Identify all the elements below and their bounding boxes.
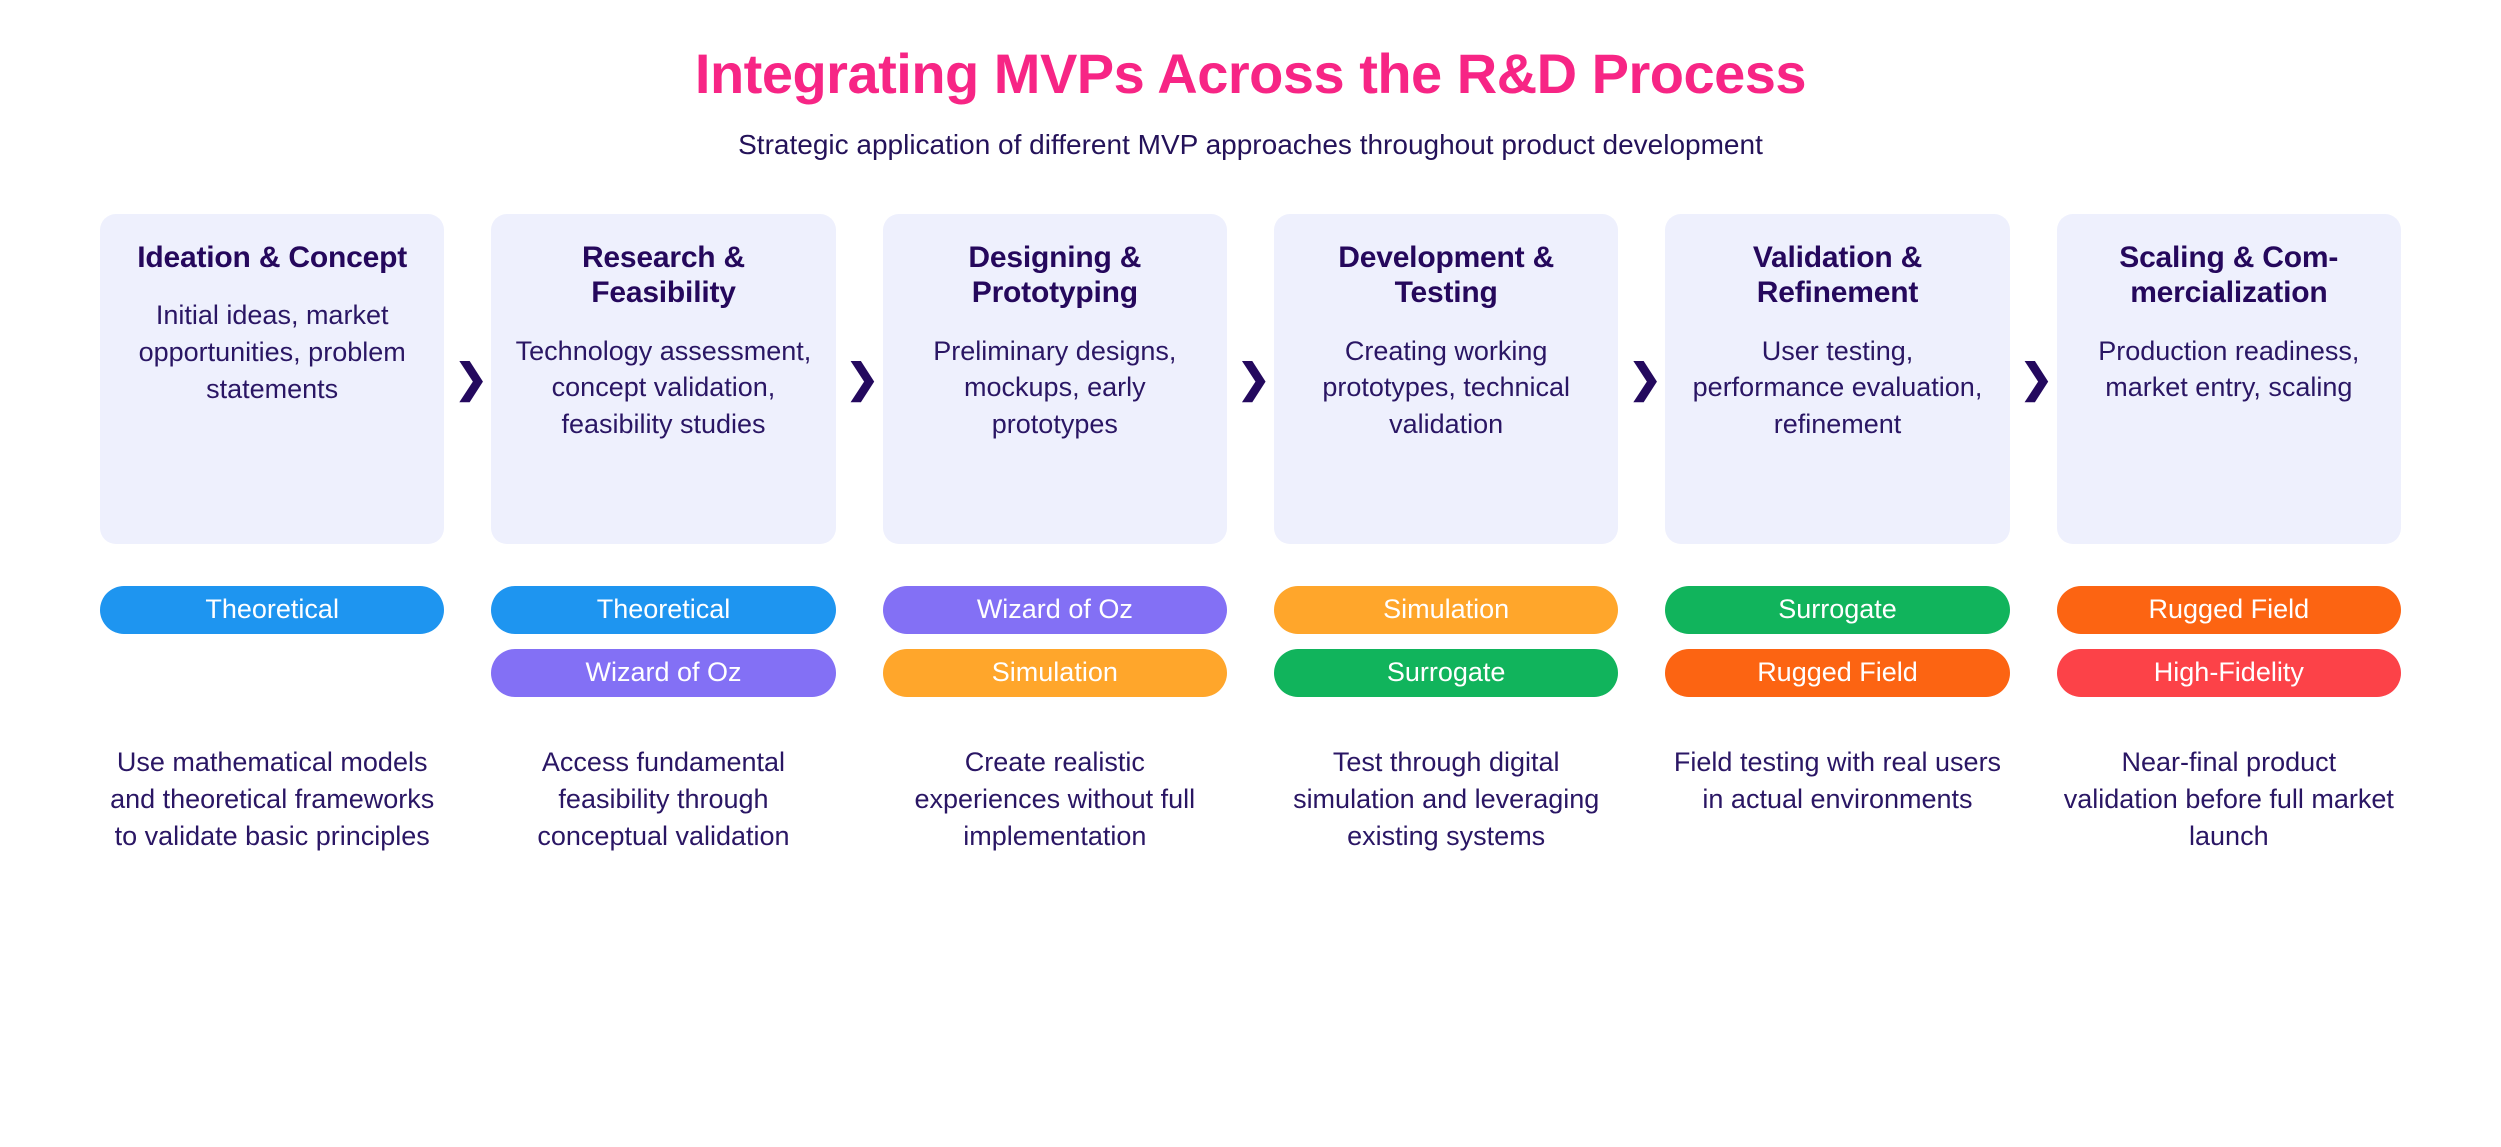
stage-description: Technology assessment, concept validatio…	[515, 335, 812, 440]
mvp-note: Near-final product validation before ful…	[2063, 746, 2394, 852]
badge-stack: Wizard of Oz Simulation	[882, 585, 1227, 698]
chevron-right-icon: ❯	[1237, 356, 1271, 401]
mvp-badge[interactable]: Wizard of Oz	[491, 648, 836, 697]
stage-description: Initial ideas, market opportunities, pro…	[138, 300, 406, 404]
mvp-badge[interactable]: Theoretical	[491, 585, 836, 634]
stage-title: Research & Feasibility	[581, 240, 746, 310]
mvp-note: Use mathematical models and theoretical …	[110, 746, 435, 852]
mvp-note: Field testing with real users in actual …	[1673, 746, 2002, 815]
mvp-note: Test through digital simulation and leve…	[1293, 746, 1600, 852]
mvp-badge[interactable]: Rugged Field	[1665, 648, 2010, 697]
mvp-badge[interactable]: Wizard of Oz	[882, 585, 1227, 634]
mvp-badge[interactable]: Rugged Field	[2056, 585, 2401, 634]
mvp-badge[interactable]: High-Fidelity	[2056, 648, 2401, 697]
page-header: Integrating MVPs Across the R&D Process …	[0, 0, 2501, 162]
mvp-note: Create realistic experiences without ful…	[914, 746, 1196, 852]
stage-description: User testing, performance evaluation, re…	[1692, 335, 1983, 440]
stage-title: Designing & Prototyping	[968, 240, 1142, 310]
stage-title: Development & Testing	[1338, 240, 1555, 310]
mvp-badge[interactable]: Surrogate	[1665, 585, 2010, 634]
mvp-badge[interactable]: Simulation	[1274, 585, 1619, 634]
mvp-badge[interactable]: Surrogate	[1274, 648, 1619, 697]
chevron-right-icon: ❯	[454, 356, 488, 401]
mvp-badge[interactable]: Theoretical	[100, 585, 445, 634]
mvp-note-row: Use mathematical models and theoretical …	[100, 744, 2401, 856]
stage-description: Preliminary designs, mockups, early prot…	[933, 335, 1177, 440]
page-subtitle: Strategic application of different MVP a…	[738, 129, 1763, 161]
chevron-right-icon: ❯	[845, 356, 880, 401]
mvp-note: Access fundamental feasibility through c…	[537, 746, 790, 852]
stage-title: Ideation & Concept	[137, 240, 408, 274]
stage-description: Creating working prototypes, technical v…	[1322, 335, 1570, 440]
mvp-badge[interactable]: Simulation	[882, 648, 1227, 697]
page-title: Integrating MVPs Across the R&D Process	[694, 42, 1807, 105]
stage-description: Production readiness, market entry, scal…	[2098, 335, 2360, 403]
stage-title: Scaling & Com­mercialization	[2119, 240, 2339, 310]
badge-stack: Theoretical	[100, 585, 445, 698]
chevron-right-icon: ❯	[1628, 356, 1662, 401]
chevron-right-icon: ❯	[2019, 356, 2054, 401]
stage-title: Validation & Refinement	[1752, 240, 1923, 310]
